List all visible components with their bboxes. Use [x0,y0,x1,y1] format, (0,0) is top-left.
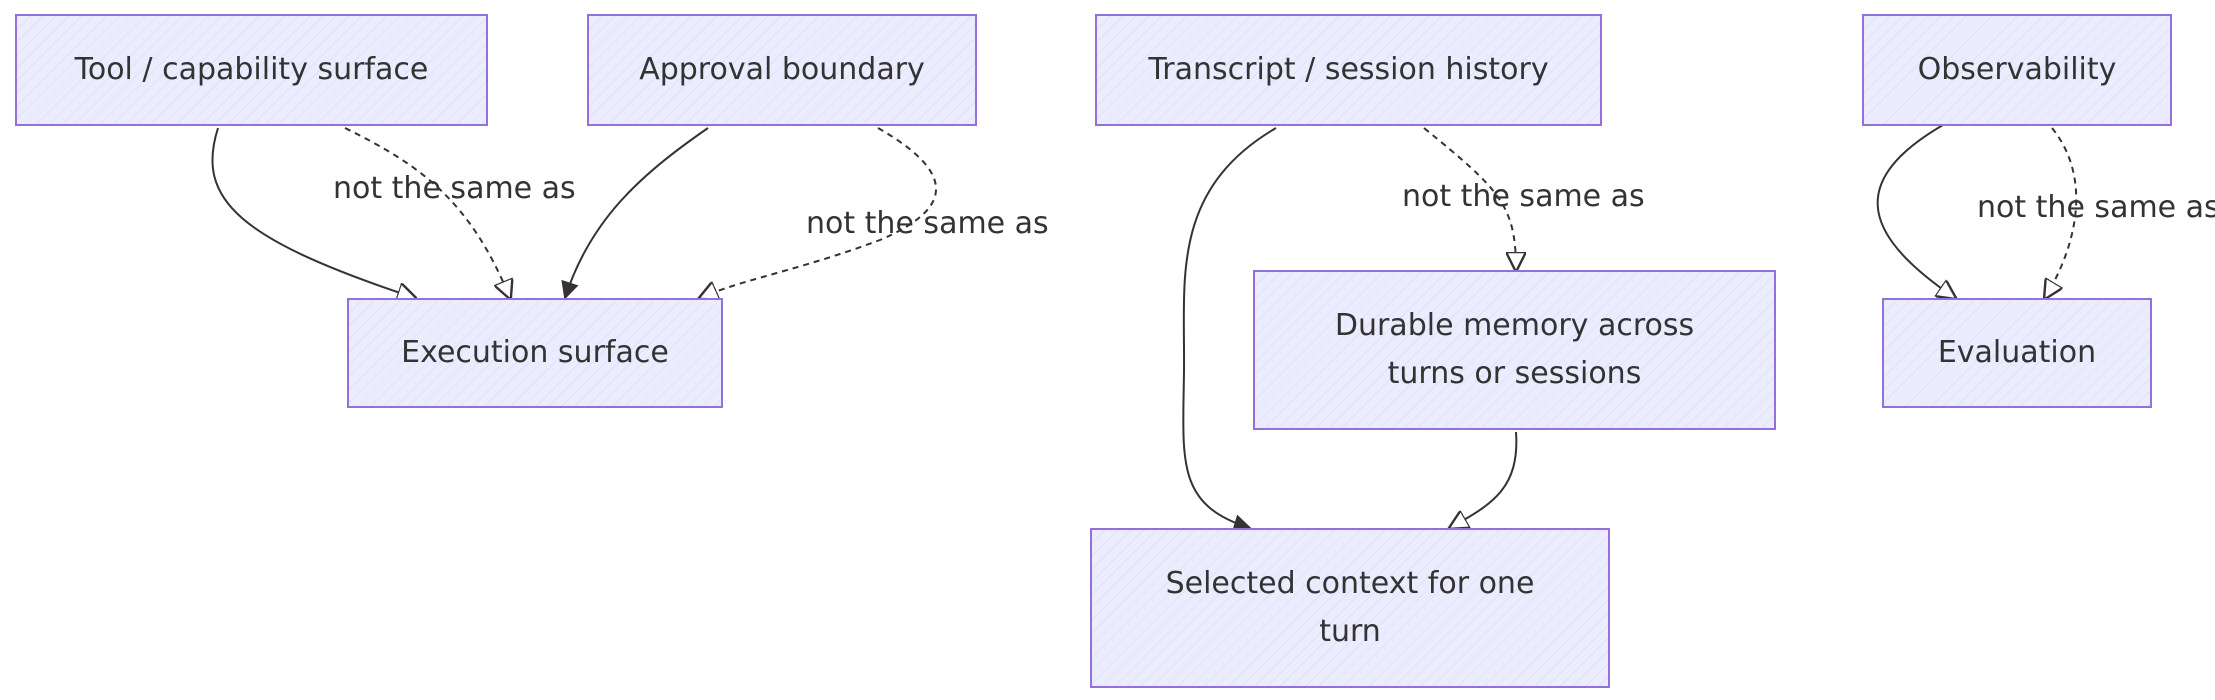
node-observability: Observability [1862,14,2172,126]
edge-label-tool-vs-execution: not the same as [333,171,576,206]
node-transcript-session-history: Transcript / session history [1095,14,1602,126]
edge-label-transcript-vs-memory: not the same as [1402,179,1645,214]
node-durable-memory: Durable memory across turns or sessions [1253,270,1776,430]
node-approval-boundary-label: Approval boundary [639,52,925,87]
node-durable-memory-label-line1: Durable memory across [1334,308,1695,343]
node-execution-surface-label: Execution surface [401,335,669,370]
node-evaluation-label: Evaluation [1937,335,2097,370]
edge-observability-not-same-evaluation [2045,127,2078,298]
edge-approval-not-same-execution [700,127,937,298]
edge-approval-to-execution [561,127,709,300]
node-approval-boundary: Approval boundary [587,14,977,126]
node-tool-capability-surface-label: Tool / capability surface [74,52,429,87]
edge-tool-to-execution [211,127,415,298]
node-selected-context-label-line1: Selected context for one [1165,566,1535,601]
node-evaluation: Evaluation [1882,298,2152,408]
edge-label-approval-vs-execution: not the same as [806,206,1049,241]
node-selected-context: Selected context for one turn [1090,528,1610,688]
node-execution-surface: Execution surface [347,298,723,408]
node-selected-context-label-line2: turn [1319,614,1381,649]
node-transcript-session-history-label: Transcript / session history [1148,52,1549,87]
edge-memory-to-context [1450,431,1518,528]
edge-tool-not-same-execution [344,127,510,298]
edge-label-observability-vs-evaluation: not the same as [1977,190,2215,225]
node-tool-capability-surface: Tool / capability surface [15,14,488,126]
edge-transcript-to-context [1182,127,1277,532]
node-durable-memory-label-line2: turns or sessions [1387,356,1642,391]
edge-transcript-not-same-memory [1423,127,1516,270]
node-observability-label: Observability [1917,52,2117,87]
edge-observability-to-evaluation [1876,124,1955,298]
